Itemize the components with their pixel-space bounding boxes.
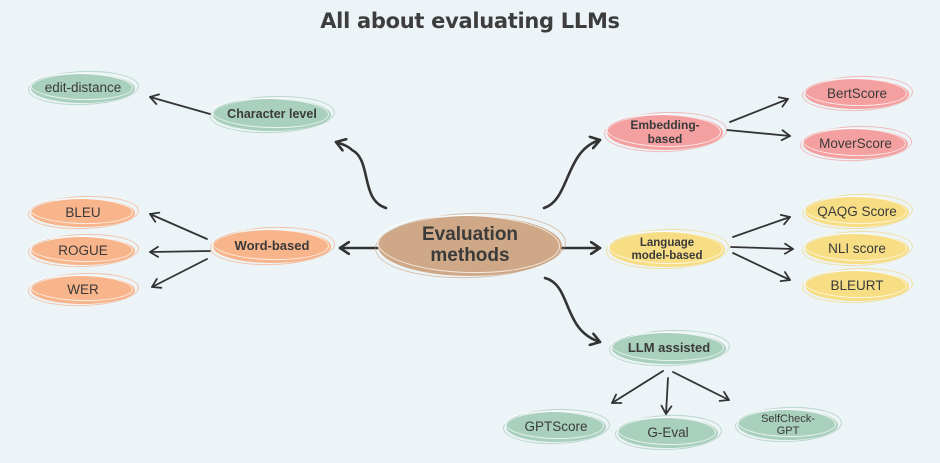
arrow-llm-to-gptscore — [611, 370, 664, 404]
arrow-center-to-character — [334, 142, 388, 210]
leaf-qaqg-score: QAQG Score — [805, 197, 909, 227]
arrow-character-to-edit-distance — [149, 93, 211, 115]
category-label-line2: based — [647, 131, 683, 146]
leaf-label: GPTScore — [524, 418, 588, 434]
leaf-nli-score: NLI score — [805, 234, 909, 264]
category-label: LLM assisted — [627, 340, 711, 356]
diagram-title: All about evaluating LLMs — [320, 9, 620, 33]
arrow-center-to-llm — [543, 276, 602, 342]
leaf-rogue: ROGUE — [31, 237, 135, 265]
leaf-label-line2: GPT — [776, 425, 800, 437]
leaf-label: BLEURT — [830, 277, 884, 293]
leaf-label: QAQG Score — [817, 203, 897, 219]
leaf-g-eval: G-Eval — [618, 418, 718, 448]
arrow-language-to-nli — [730, 242, 794, 255]
leaf-bertscore: BertScore — [805, 79, 909, 109]
category-embedding-based: Embedding- based — [607, 115, 723, 150]
leaf-label: G-Eval — [647, 424, 689, 440]
leaf-label: BertScore — [826, 85, 888, 101]
arrow-llm-to-selfcheckgpt — [672, 371, 730, 402]
leaf-edit-distance: edit-distance — [31, 74, 135, 103]
center-node-evaluation-methods: Evaluation methods — [378, 216, 562, 276]
leaf-wer: WER — [31, 276, 135, 304]
category-label-line2: model-based — [631, 249, 703, 262]
arrow-word-to-rogue — [149, 245, 211, 258]
arrow-language-to-bleurt — [732, 252, 791, 282]
leaf-label: NLI score — [828, 240, 886, 256]
leaf-label: WER — [67, 281, 99, 297]
arrow-llm-to-g-eval — [660, 377, 673, 415]
arrow-language-to-qaqg — [732, 214, 791, 238]
category-language-model-based: Language model-based — [609, 232, 725, 267]
category-character-level: Character level — [213, 99, 331, 131]
leaf-label-line1: SelfCheck- — [761, 412, 815, 425]
category-llm-assisted: LLM assisted — [612, 333, 726, 364]
leaf-selfcheck-gpt: SelfCheck- GPT — [738, 410, 838, 440]
arrow-word-to-bleu — [149, 211, 208, 240]
center-label-line2: methods — [430, 245, 510, 266]
leaf-bleu: BLEU — [31, 199, 135, 227]
arrow-embedding-to-bertscore — [729, 96, 789, 123]
category-label: Character level — [227, 107, 317, 122]
arrow-word-to-wer — [151, 258, 208, 289]
leaf-label: ROGUE — [58, 242, 108, 258]
center-label-line1: Evaluation — [421, 224, 519, 246]
category-word-based: Word-based — [213, 230, 331, 263]
leaf-label: BLEU — [65, 204, 101, 220]
leaf-bleurt: BLEURT — [805, 271, 909, 301]
category-label-line1: Embedding- — [630, 118, 700, 133]
leaf-label: edit-distance — [44, 80, 122, 96]
leaf-label: MoverScore — [819, 135, 892, 151]
arrow-center-to-embedding — [542, 140, 602, 210]
category-label: Word-based — [234, 238, 310, 254]
leaf-gptscore: GPTScore — [506, 412, 606, 442]
leaf-moverscore: MoverScore — [803, 129, 908, 159]
category-label-line1: Language — [639, 236, 695, 249]
arrow-embedding-to-moverscore — [726, 129, 791, 142]
